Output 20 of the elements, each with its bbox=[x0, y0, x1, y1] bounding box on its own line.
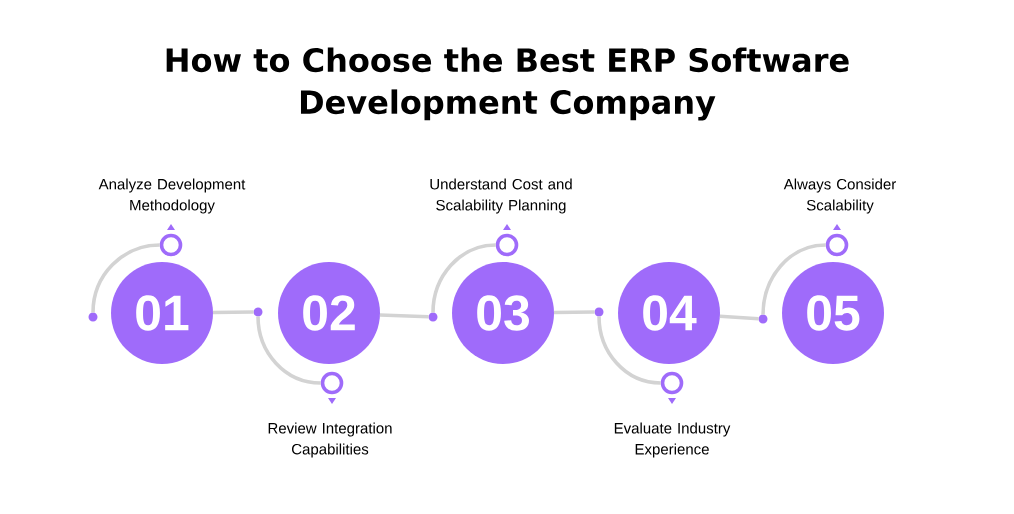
step-label: Review Integration Capabilities bbox=[268, 422, 392, 458]
marker-ring bbox=[159, 233, 183, 257]
connector-line bbox=[379, 313, 429, 319]
connector-line bbox=[256, 316, 321, 385]
marker-ring bbox=[660, 371, 684, 395]
step-label: Evaluate Industry Experience bbox=[614, 422, 731, 458]
marker-ring bbox=[495, 233, 519, 257]
step-label: Always Consider Scalability bbox=[783, 178, 896, 214]
connector-line bbox=[213, 310, 254, 315]
step-label: Analyze Development Methodology bbox=[98, 178, 246, 214]
connector-line bbox=[719, 314, 759, 321]
connector-line bbox=[597, 316, 661, 385]
connector-line bbox=[761, 243, 826, 315]
title: How to Choose the Best ERP Software Development Company bbox=[166, 47, 849, 121]
connector-line bbox=[554, 310, 595, 315]
connector-line bbox=[431, 243, 496, 313]
marker-ring bbox=[825, 233, 849, 257]
marker-ring bbox=[320, 371, 344, 395]
step-label: Understand Cost and Scalability Planning bbox=[430, 178, 572, 214]
connector-line bbox=[91, 243, 160, 313]
